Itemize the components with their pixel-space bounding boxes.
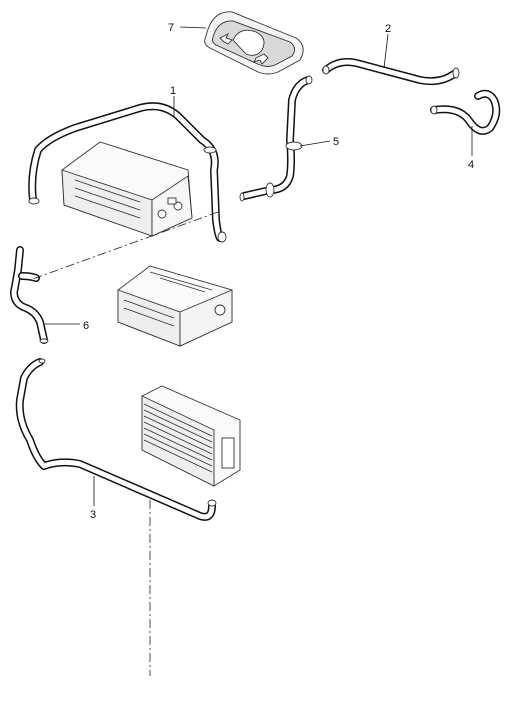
hose-part-1[interactable] [28, 102, 227, 243]
callout-7: 7 [168, 22, 174, 34]
callout-4: 4 [468, 159, 474, 171]
assembly-line-upper [29, 211, 219, 281]
amplifier-icon [141, 385, 241, 487]
radio-unit-icon [117, 265, 233, 347]
hose-part-2[interactable] [322, 58, 460, 86]
callout-5: 5 [333, 136, 339, 148]
leader-line-2 [383, 33, 389, 69]
hose-part-6[interactable] [10, 246, 49, 344]
callout-1: 1 [170, 85, 176, 97]
cd-changer-icon [61, 141, 193, 237]
callout-2: 2 [385, 23, 391, 35]
callout-6: 6 [83, 320, 89, 332]
hose-part-5[interactable] [239, 75, 313, 202]
callout-3: 3 [90, 509, 96, 521]
hose-part-3[interactable] [15, 358, 217, 521]
leader-line-7 [179, 26, 207, 29]
hose-part-4[interactable] [430, 89, 501, 135]
leader-line-5 [299, 140, 331, 147]
vent-cover-part-7[interactable] [204, 11, 304, 75]
